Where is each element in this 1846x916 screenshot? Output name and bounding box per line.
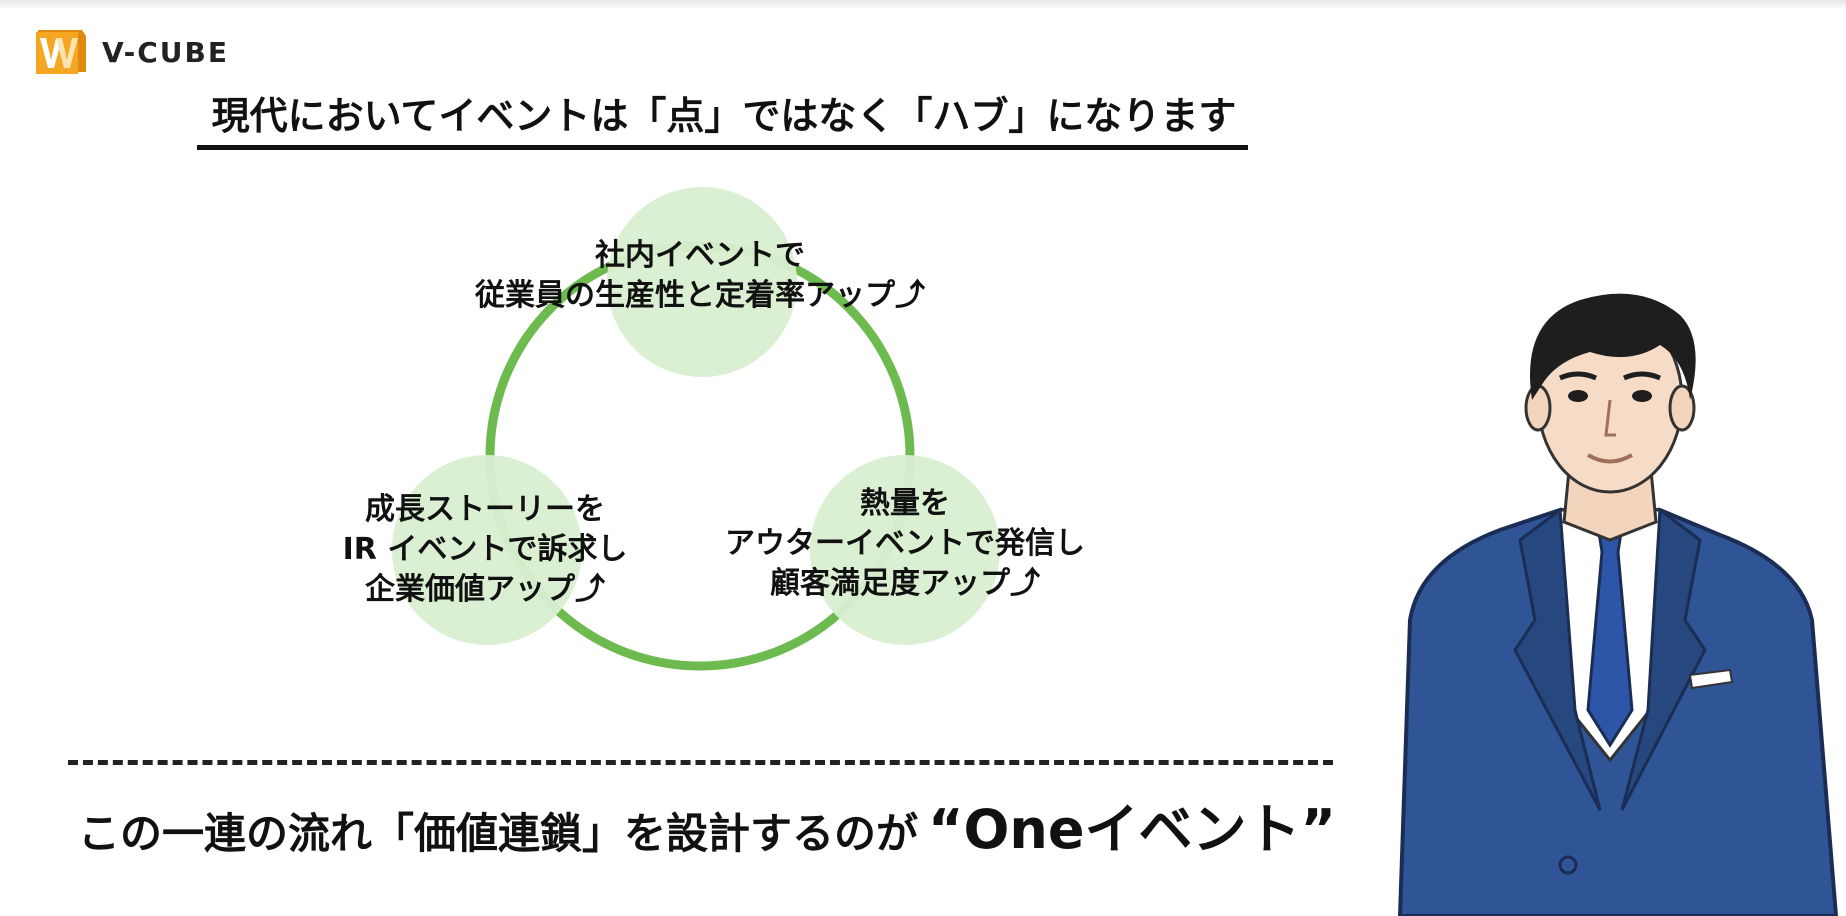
- businessman-illustration: [1397, 293, 1839, 916]
- conclusion: この一連の流れ「価値連鎖」を設計するのが“Oneイベント”: [78, 790, 1336, 870]
- pocket-square: [1688, 668, 1734, 690]
- node-label-outer: 熱量を アウターイベントで発信し 顧客満足度アップ⤴: [725, 486, 1085, 601]
- brow-left: [1558, 371, 1598, 381]
- node-circle-internal: [607, 187, 797, 377]
- node-label-ir: 成長ストーリーを IR イベントで訴求し 企業価値アップ⤴: [342, 492, 628, 607]
- brand-name: V-CUBE: [102, 36, 230, 69]
- node-label-internal: 社内イベントで 従業員の生産性と定着率アップ⤴: [475, 238, 925, 313]
- brow-right: [1622, 371, 1662, 381]
- nose: [1604, 399, 1616, 437]
- conclusion-lead: この一連の流れ「価値連鎖」を設計するのが: [78, 809, 919, 858]
- lapel-left: [1513, 507, 1602, 811]
- brand-logo: V-CUBE: [32, 26, 272, 82]
- conclusion-emphasis: “Oneイベント”: [928, 798, 1336, 861]
- top-shadow: [0, 0, 1846, 10]
- eye-left: [1568, 390, 1588, 402]
- section-divider: [68, 760, 1333, 765]
- node-circle-ir: [392, 455, 582, 645]
- hair: [1530, 293, 1696, 400]
- ear-left: [1524, 384, 1552, 432]
- ear-right: [1668, 384, 1696, 432]
- slide-title: 現代においてイベントは「点」ではなく「ハブ」になります: [211, 94, 1237, 138]
- lapel-right: [1620, 507, 1707, 811]
- v-cube-logo-icon: [36, 30, 86, 74]
- eye-right: [1632, 390, 1652, 402]
- title-underline: [197, 145, 1248, 150]
- node-circle-outer: [810, 455, 1000, 645]
- mouth: [1586, 453, 1634, 464]
- jacket-button: [1558, 855, 1578, 875]
